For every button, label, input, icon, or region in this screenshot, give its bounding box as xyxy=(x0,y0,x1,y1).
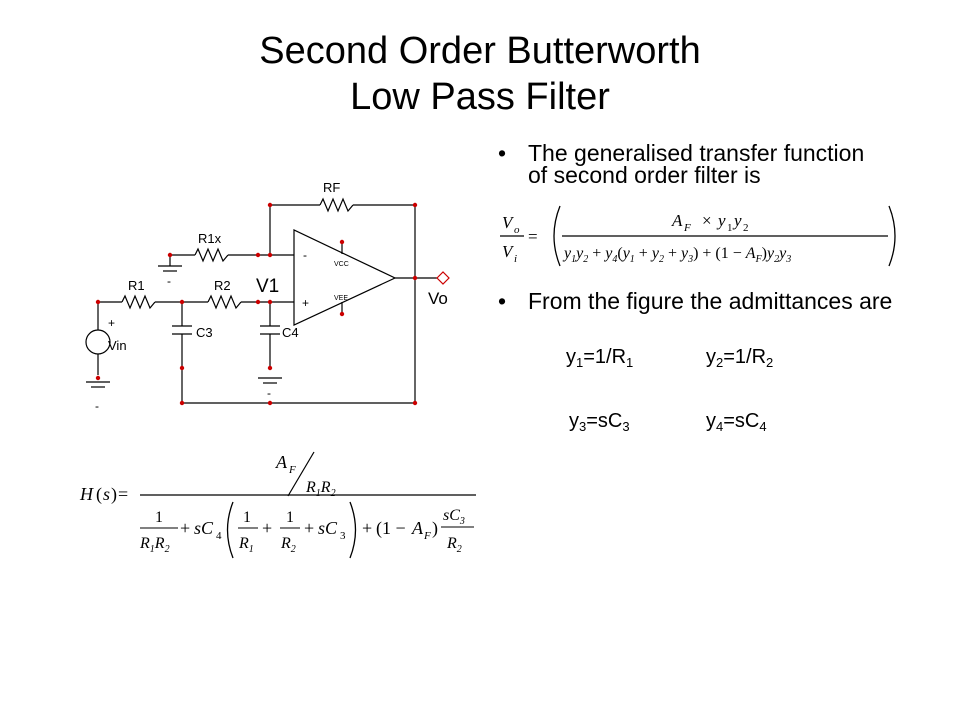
title-line-2: Low Pass Filter xyxy=(350,76,610,118)
admittance-y3: y3=sC3 xyxy=(569,410,630,434)
label-r2: R2 xyxy=(214,278,231,293)
bullet-dot: • xyxy=(498,140,507,166)
bullet-dot: • xyxy=(498,288,507,314)
bullet-transfer-function: • The generalised transfer function of s… xyxy=(498,140,868,188)
label-r1x: R1x xyxy=(198,231,222,246)
label-opamp: V1 xyxy=(256,276,279,297)
label-r1: R1 xyxy=(128,278,145,293)
label-vee: VEE xyxy=(334,295,348,302)
admittance-y2: y2=1/R2 xyxy=(706,346,774,370)
label-vin: Vin xyxy=(108,338,127,353)
label-vin-plus: + xyxy=(108,316,115,330)
bullet-text: The generalised transfer function of sec… xyxy=(528,140,865,188)
label-c4: C4 xyxy=(282,325,299,340)
label-c3: C3 xyxy=(196,325,213,340)
slide-title: Second Order Butterworth Low Pass Filter xyxy=(0,28,960,120)
label-minus-input: - xyxy=(303,248,307,262)
label-ground-minus: - xyxy=(167,274,171,288)
label-plus-input: + xyxy=(302,296,309,310)
title-line-1: Second Order Butterworth xyxy=(259,30,701,72)
label-rf: RF xyxy=(323,180,340,195)
label-vcc: VCC xyxy=(334,261,349,268)
label-vo: Vo xyxy=(428,289,448,308)
admittance-y4: y4=sC4 xyxy=(706,410,767,434)
label-ground-minus: - xyxy=(267,386,271,400)
label-ground-minus: - xyxy=(95,399,99,413)
bullet-text: From the figure the admittances are xyxy=(528,288,893,314)
admittance-y1: y1=1/R1 xyxy=(566,346,634,370)
bullet-admittances: • From the figure the admittances are xyxy=(498,288,928,314)
